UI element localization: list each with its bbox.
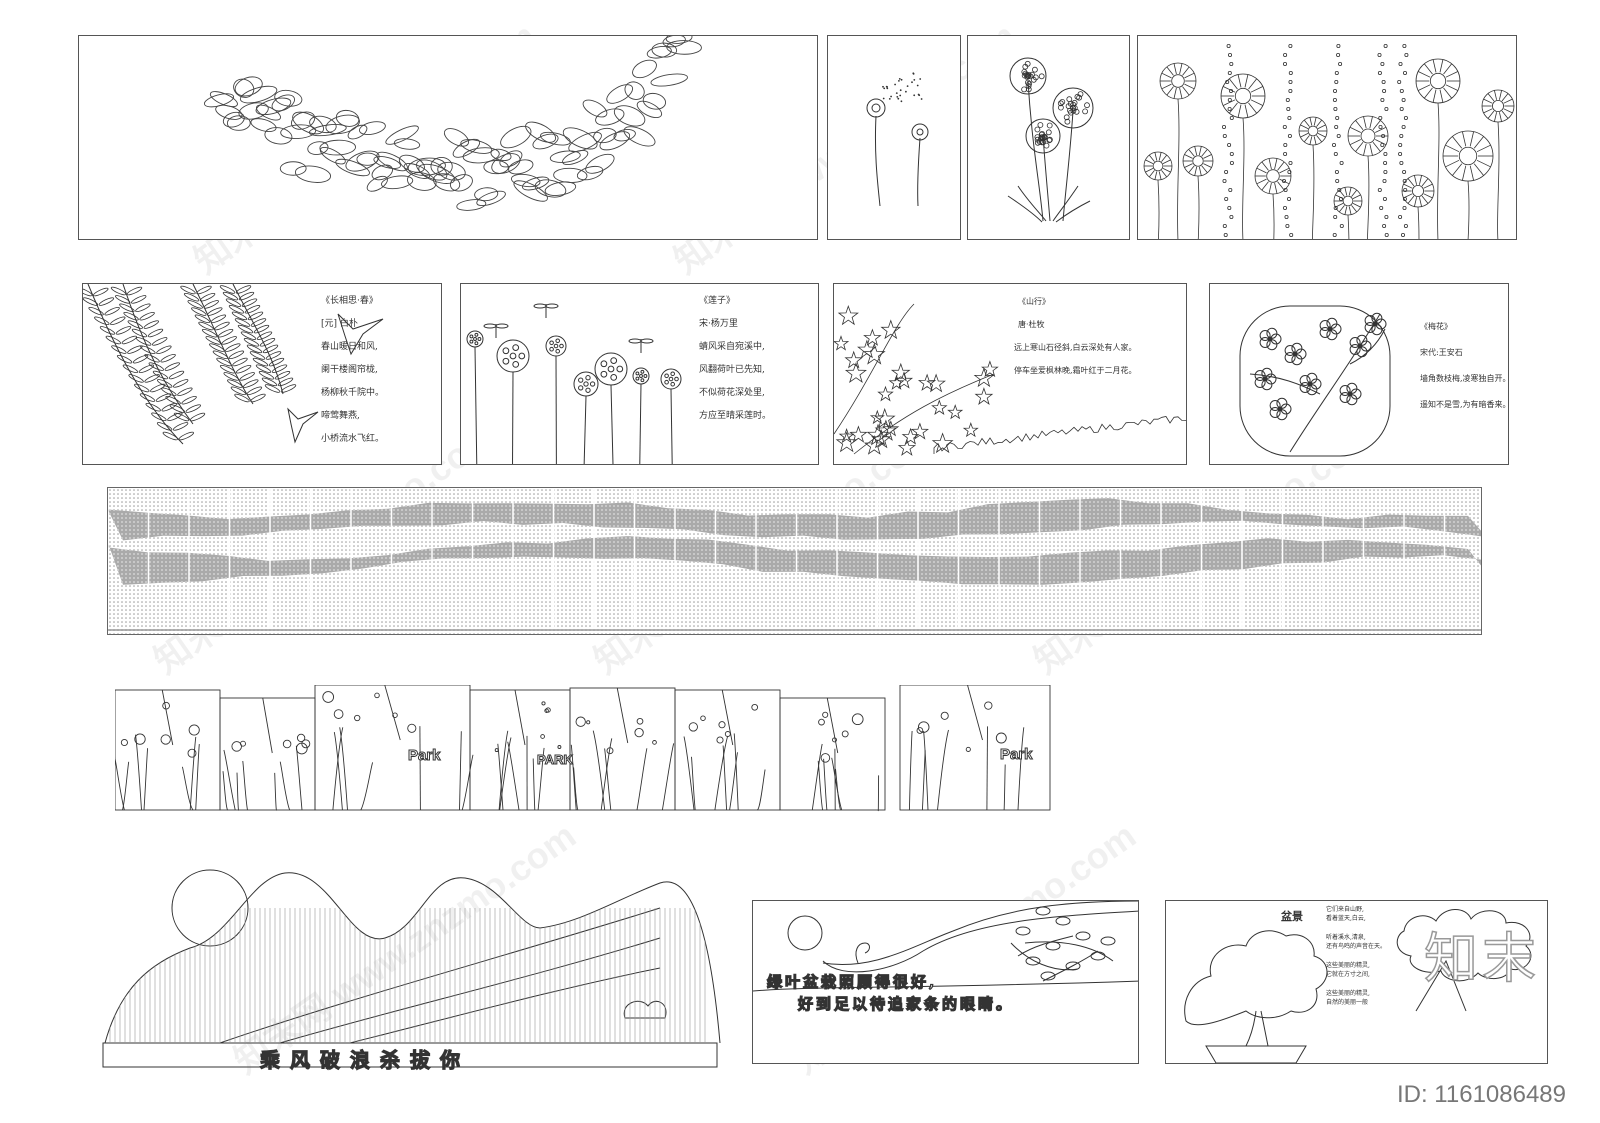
- poem-title: 《长相思·春》: [321, 296, 378, 306]
- maple-poem: 《山行》 唐·杜牧 远上寒山石径斜,白云深处有人家。 停车坐爱枫林晚,霜叶红于二…: [1014, 290, 1137, 382]
- poem-line: 春山暖日和风,: [321, 342, 378, 352]
- poem-line: 唐·杜牧: [1018, 320, 1045, 329]
- park-grass-walls: [115, 685, 1051, 811]
- plum-blossom-drawing: [1239, 305, 1391, 457]
- panel-bonsai-poem: 盆景 它们来自山野, 看着蓝天,白云, 听着溪水,清泉, 还有鸟鸣的声音在天。 …: [1165, 900, 1548, 1064]
- park-label: Park: [408, 747, 442, 765]
- willow-poem: 《长相思·春》 [元] 白朴 春山暖日和风, 阑干楼阁帘栊, 杨柳秋千院中。 啼…: [321, 290, 384, 451]
- dandelion-drawing: [866, 72, 929, 207]
- poem-line: 方应至晴采莲时。: [699, 411, 772, 421]
- poem-line: 杨柳秋千院中。: [321, 388, 385, 398]
- bonsai-tree-cloud-drawing: [1184, 909, 1532, 1063]
- park-label: Park: [1000, 746, 1034, 764]
- allium-drawing: [1007, 57, 1094, 223]
- poem-line: 不似荷花深处里,: [699, 388, 765, 398]
- bonsai-slogan-line2: 好到足以待追家条的眼睛。: [797, 994, 1015, 1013]
- poem-line: 听着溪水,清泉,: [1326, 934, 1366, 941]
- poem-line: 它就在方寸之间,: [1326, 971, 1370, 978]
- panel-maple-poem: 《山行》 唐·杜牧 远上寒山石径斜,白云深处有人家。 停车坐爱枫林晚,霜叶红于二…: [833, 283, 1187, 465]
- poem-line: 远上寒山石径斜,白云深处有人家。: [1014, 343, 1137, 352]
- site-logo: 知末: [1423, 926, 1540, 991]
- poem-line: 墙角数枝梅,凌寒独自开。: [1420, 374, 1509, 383]
- poem-line: 宋·杨万里: [699, 319, 738, 329]
- panel-mountain-wall: 乘风破浪杀拔你: [100, 868, 736, 1073]
- poem-line: 它们来自山野,: [1326, 906, 1364, 913]
- lotus-poem: 《莲子》 宋·杨万里 蜻风采自宛溪中, 风翻荷叶已先知, 不似荷花深处里, 方应…: [699, 290, 771, 428]
- panel-lotus-poem: 《莲子》 宋·杨万里 蜻风采自宛溪中, 风翻荷叶已先知, 不似荷花深处里, 方应…: [460, 283, 819, 465]
- poem-line: [元] 白朴: [321, 319, 358, 329]
- bonsai-poem-title: 盆景: [1281, 910, 1303, 923]
- poem-line: 这些美丽的精灵,: [1326, 962, 1370, 969]
- poem-title: 《莲子》: [699, 296, 736, 306]
- bonsai-poem: 它们来自山野, 看着蓝天,白云, 听着溪水,清泉, 还有鸟鸣的声音在天。 这些美…: [1326, 905, 1386, 1007]
- poem-line: 蜻风采自宛溪中,: [699, 342, 765, 352]
- panel-willow-poem: 《长相思·春》 [元] 白朴 春山暖日和风, 阑干楼阁帘栊, 杨柳秋千院中。 啼…: [82, 283, 442, 465]
- poem-line: 看着蓝天,白云,: [1326, 915, 1366, 922]
- poem-line: 风翻荷叶已先知,: [699, 365, 765, 375]
- poem-line: 小桥流水飞红。: [321, 434, 385, 444]
- maple-leaf-drawing: [834, 303, 1186, 456]
- poem-line: 停车坐爱枫林晚,霜叶红于二月花。: [1014, 366, 1137, 375]
- panel-perforated-mountain-wall: [107, 487, 1482, 635]
- park-label: PARK: [537, 752, 574, 768]
- plum-poem: 《梅花》 宋代:王安石 墙角数枝梅,凌寒独自开。 遥知不是雪,为有暗香来。: [1420, 314, 1509, 418]
- poem-line: 自然的美丽一般: [1326, 999, 1369, 1006]
- poem-title: 《山行》: [1018, 297, 1050, 306]
- poem-line: 宋代:王安石: [1420, 348, 1463, 357]
- panel-flower-field: [1137, 35, 1517, 240]
- petal-swirl-drawing: [203, 36, 702, 211]
- lotus-pod-drawing: [466, 303, 682, 464]
- poem-line: 啼莺舞燕,: [321, 411, 360, 421]
- image-id: ID: 1161086489: [1396, 1081, 1566, 1108]
- panel-dandelion: [827, 35, 961, 240]
- flower-field-drawing: [1143, 43, 1515, 239]
- bonsai-slogan-line1: 绿叶盆栽照顾得很好,: [766, 972, 938, 991]
- perforated-wall-drawing: [108, 488, 1481, 634]
- willow-swallow-drawing: [83, 284, 384, 445]
- mountain-slogan: 乘风破浪杀拔你: [259, 1047, 470, 1072]
- poem-title: 《梅花》: [1420, 322, 1452, 331]
- poem-line: 这些美丽的精灵,: [1326, 990, 1370, 997]
- bonsai-slogan-drawing: [753, 901, 1138, 992]
- panel-allium-flowers: [967, 35, 1130, 240]
- poem-line: 还有鸟鸣的声音在天。: [1326, 943, 1387, 950]
- poem-line: 阑干楼阁帘栊,: [321, 365, 378, 375]
- panel-plum-poem: 《梅花》 宋代:王安石 墙角数枝梅,凌寒独自开。 遥知不是雪,为有暗香来。: [1209, 283, 1509, 465]
- poem-line: 遥知不是雪,为有暗香来。: [1420, 400, 1509, 409]
- panel-petal-swirl: [78, 35, 818, 240]
- panel-bonsai-slogan: 绿叶盆栽照顾得很好, 好到足以待追家条的眼睛。: [752, 900, 1139, 1064]
- mountain-wall-drawing: [102, 869, 721, 1068]
